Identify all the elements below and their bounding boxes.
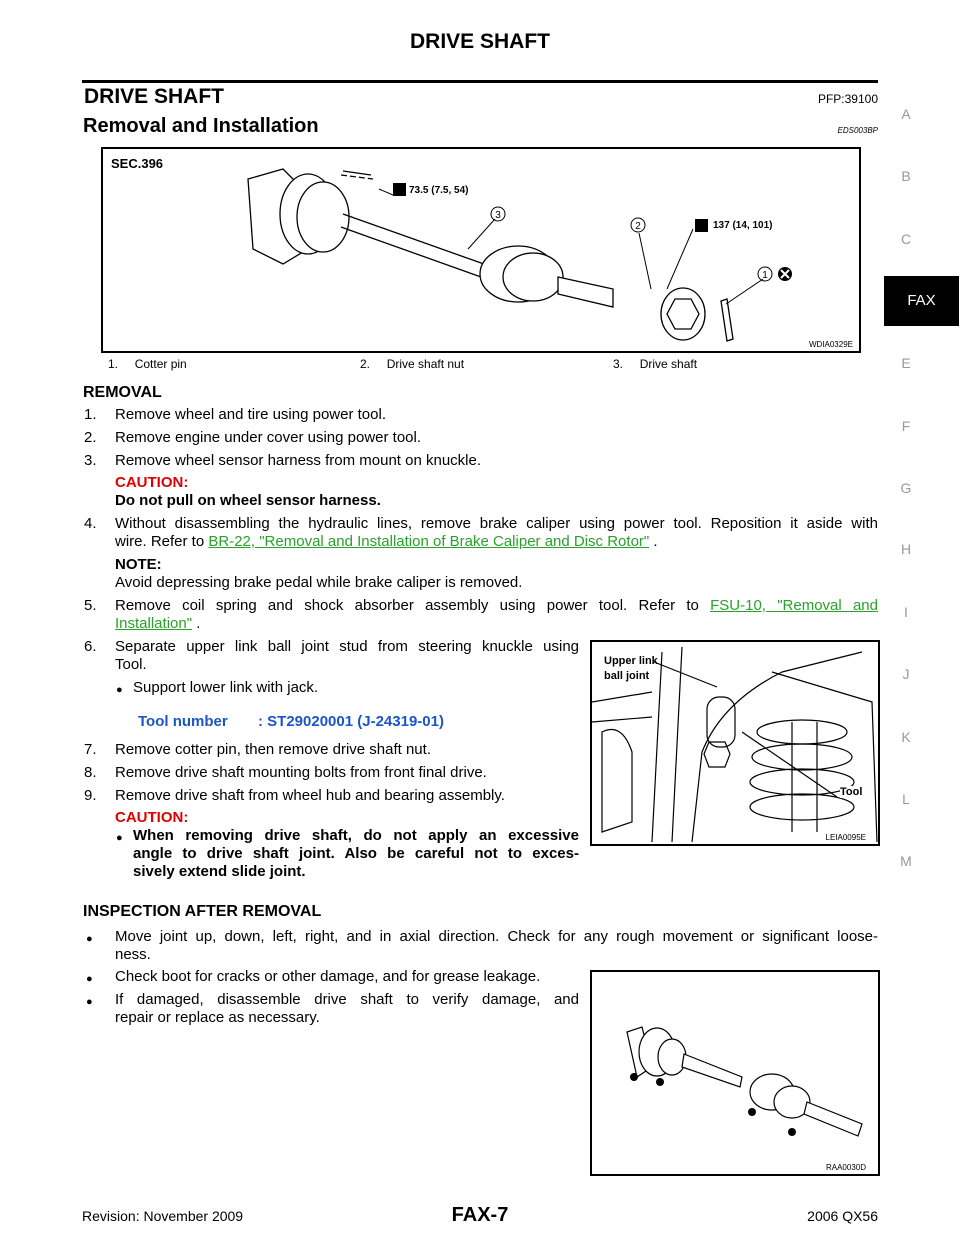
step-7: Remove cotter pin, then remove drive sha… (115, 741, 431, 758)
bullet-icon: ● (86, 933, 93, 945)
figure-code: WDIA0329E (808, 340, 853, 349)
footer-revision: Revision: November 2009 (82, 1208, 244, 1224)
step-4: Without disassembling the hydraulic line… (115, 515, 878, 532)
link-fsu-10-cont[interactable]: Installation" (115, 615, 193, 632)
section-title: DRIVE SHAFT (84, 85, 225, 108)
step-number: 3. (84, 452, 97, 469)
drive-shaft-inspection-figure: RAA0030D (590, 970, 880, 1176)
callout-1: 1 (762, 270, 768, 281)
side-tab-i[interactable]: I (904, 604, 908, 620)
bullet-icon: ● (86, 996, 93, 1008)
side-tab-b[interactable]: B (901, 168, 911, 184)
torque-wrench-icon (393, 183, 406, 196)
step-number: 9. (84, 787, 97, 804)
side-tab-f[interactable]: F (901, 418, 911, 434)
side-tab-m[interactable]: M (900, 853, 912, 869)
step-1: Remove wheel and tire using power tool. (115, 406, 386, 423)
step-9: Remove drive shaft from wheel hub and be… (115, 787, 505, 804)
sec-label: SEC.396 (111, 156, 164, 171)
step-5-cont: Installation" . (115, 615, 201, 632)
step-number: 1. (84, 406, 97, 423)
side-tab-l[interactable]: L (902, 791, 910, 807)
step-6: Separate upper link ball joint stud from… (115, 638, 579, 655)
note-text: Avoid depressing brake pedal while brake… (115, 574, 523, 591)
inspection-item-1-cont: ness. (115, 946, 151, 963)
side-tab-h[interactable]: H (900, 541, 912, 557)
link-fsu-10[interactable]: FSU-10, "Removal and (710, 597, 878, 614)
step-8: Remove drive shaft mounting bolts from f… (115, 764, 487, 781)
caution-2-line-1: When removing drive shaft, do not apply … (133, 827, 579, 844)
page-header: DRIVE SHAFT (409, 30, 550, 53)
side-tab-fax[interactable]: FAX (884, 276, 959, 326)
torque-nut: 137 (14, 101) (713, 220, 773, 231)
step-number: 5. (84, 597, 97, 614)
callout-2: 2 (635, 221, 641, 232)
figure-code: LEIA0095E (825, 833, 866, 842)
step-number: 6. (84, 638, 97, 655)
caution-label: CAUTION: (115, 809, 189, 826)
step-6-bullet: Support lower link with jack. (133, 679, 319, 696)
inspection-heading: INSPECTION AFTER REMOVAL (83, 903, 322, 920)
step-5: Remove coil spring and shock absorber as… (115, 597, 878, 614)
inspection-item-3: If damaged, disassemble drive shaft to v… (115, 991, 579, 1008)
side-tab-k[interactable]: K (901, 729, 911, 745)
step-number: 7. (84, 741, 97, 758)
drive-shaft-inspection-illustration (626, 1026, 863, 1137)
step-6-cont: Tool. (115, 656, 147, 673)
legend-item-1: 1. Cotter pin (108, 357, 187, 371)
inspection-item-3-cont: repair or replace as necessary. (115, 1009, 320, 1026)
step-number: 8. (84, 764, 97, 781)
caution-label: CAUTION: (115, 474, 189, 491)
bullet-icon: ● (116, 832, 123, 844)
figure-code: RAA0030D (825, 1163, 866, 1172)
removal-heading: REMOVAL (83, 384, 162, 401)
footer-model: 2006 QX56 (807, 1208, 878, 1224)
footer-page-number: FAX-7 (451, 1204, 509, 1226)
side-tab-j[interactable]: J (902, 666, 910, 682)
bullet-icon: ● (116, 684, 123, 696)
inspection-item-1: Move joint up, down, left, right, and in… (115, 928, 878, 945)
step-number: 2. (84, 429, 97, 446)
side-tab-c[interactable]: C (900, 231, 912, 247)
step-number: 4. (84, 515, 97, 532)
tool-number-value: : ST29020001 (J-24319-01) (258, 713, 444, 730)
step-4-cont: wire. Refer to BR-22, "Removal and Insta… (115, 533, 658, 550)
step-3: Remove wheel sensor harness from mount o… (115, 452, 482, 469)
tool-label: Tool (840, 786, 863, 798)
note-label: NOTE: (115, 556, 162, 573)
torque-bolt: 73.5 (7.5, 54) (409, 185, 469, 196)
pfp-code: PFP:39100 (817, 92, 878, 106)
caution-text: Do not pull on wheel sensor harness. (115, 492, 381, 509)
torque-wrench-icon (695, 219, 708, 232)
side-tab-e[interactable]: E (901, 355, 911, 371)
legend-item-3: 3. Drive shaft (613, 357, 698, 371)
caution-2-line-2: angle to drive shaft joint. Also be care… (133, 845, 579, 862)
header-rule (82, 80, 878, 83)
caution-2-line-3: sively extend slide joint. (133, 863, 306, 880)
step-2: Remove engine under cover using power to… (115, 429, 422, 446)
drive-shaft-exploded-figure: SEC.396 3 2 1 73.5 (7.5, 54) 137 (14, 10… (101, 147, 861, 353)
legend-item-2: 2. Drive shaft nut (360, 357, 465, 371)
side-tab-g[interactable]: G (900, 480, 912, 496)
link-br-22[interactable]: BR-22, "Removal and Installation of Brak… (208, 533, 650, 550)
bullet-icon: ● (86, 973, 93, 985)
inspection-item-2: Check boot for cracks or other damage, a… (115, 968, 541, 985)
side-tab-a[interactable]: A (901, 106, 911, 122)
tool-number-label: Tool number (138, 713, 228, 730)
subsection-title: Removal and Installation (83, 115, 319, 137)
eds-code: EDS003BP (837, 126, 878, 135)
callout-3: 3 (495, 210, 501, 221)
drive-shaft-illustration: 3 2 1 (247, 168, 792, 342)
ball-joint-illustration (592, 646, 878, 843)
